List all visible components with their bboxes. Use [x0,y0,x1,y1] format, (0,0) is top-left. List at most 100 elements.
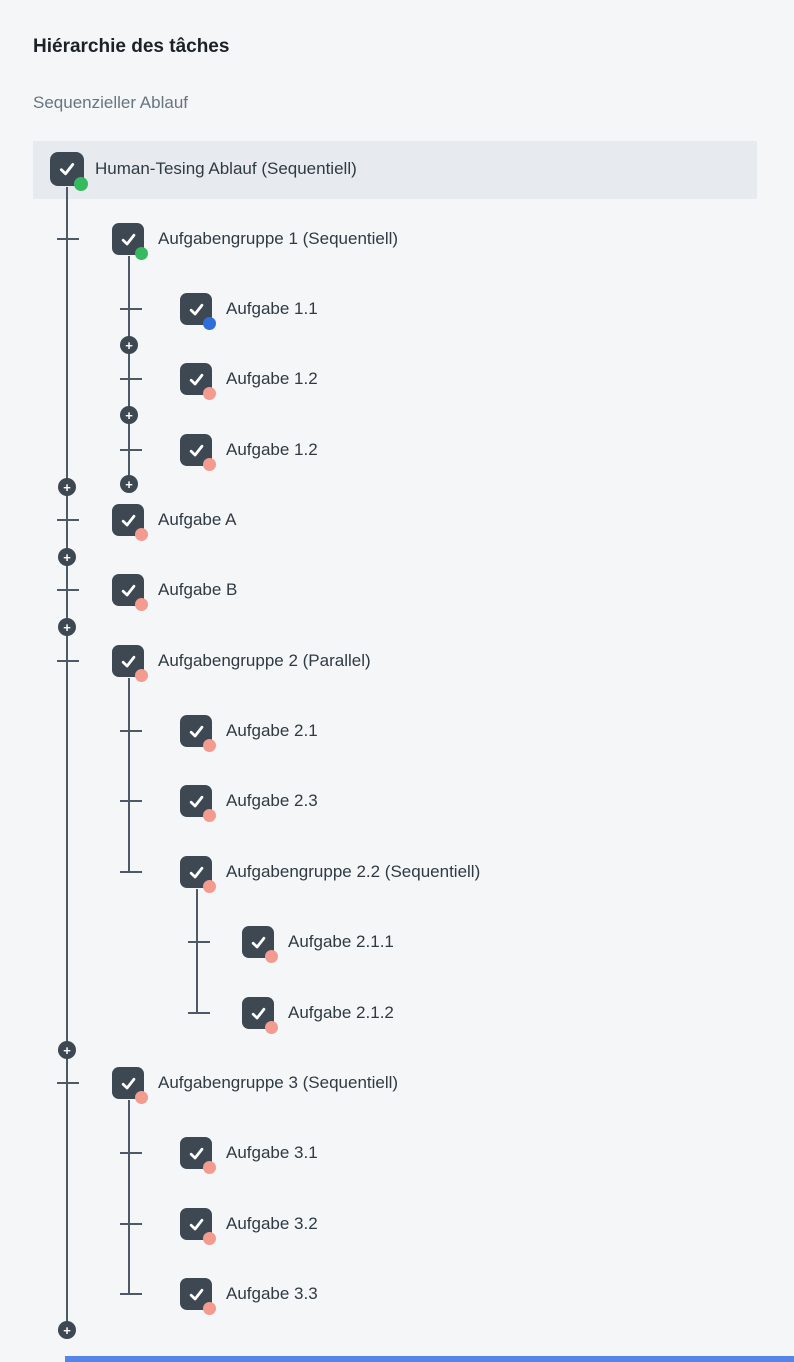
tree-branch-tick [57,589,79,591]
status-dot [203,880,216,893]
check-icon [189,444,203,456]
task-check-icon [242,926,278,963]
task-check-icon [112,504,148,541]
tree-node-aufgabe-b[interactable]: Aufgabe B [112,574,238,611]
check-icon [189,1288,203,1300]
tree-node-label: Human-Tesing Ablauf (Sequentiell) [95,159,357,178]
tree-branch-tick [120,1223,142,1225]
task-check-icon [180,856,216,893]
status-dot [203,809,216,822]
check-icon [251,936,265,948]
tree-branch-tick [57,519,79,521]
tree-node-aufgabengruppe-3[interactable]: Aufgabengruppe 3 (Sequentiell) [112,1067,399,1104]
add-task-button[interactable]: + [58,478,76,496]
tree-node-aufgabe-2-1-2[interactable]: Aufgabe 2.1.2 [242,997,394,1034]
status-dot [203,1161,216,1174]
status-dot [203,458,216,471]
status-dot [74,177,88,191]
tree-node-label: Aufgabe 3.2 [226,1214,318,1233]
status-dot [135,528,148,541]
check-icon [121,514,135,526]
add-task-button[interactable]: + [58,618,76,636]
tree-connector-line-group2-2 [196,889,198,1013]
tree-node-label: Aufgabe 2.1.2 [288,1003,394,1022]
tree-connector-line-group1 [128,256,130,484]
tree-node-aufgabe-3-2[interactable]: Aufgabe 3.2 [180,1208,318,1245]
tree-branch-tick [120,730,142,732]
task-check-icon [180,785,216,822]
page-subtitle: Sequenzieller Ablauf [33,93,189,112]
tree-node-aufgabe-1-1[interactable]: Aufgabe 1.1 [180,293,318,330]
task-check-icon [112,1067,148,1104]
tree-branch-tick [57,660,79,662]
task-check-icon [180,1278,216,1315]
status-dot [203,317,216,330]
task-check-icon [180,363,216,400]
status-dot [203,387,216,400]
add-task-button[interactable]: + [58,548,76,566]
tree-node-aufgabe-3-1[interactable]: Aufgabe 3.1 [180,1137,318,1174]
task-check-icon [50,152,88,191]
tree-node-aufgabengruppe-1[interactable]: Aufgabengruppe 1 (Sequentiell) [112,223,399,260]
status-dot [135,247,148,260]
tree-branch-tick [120,871,142,873]
tree-node-label: Aufgabengruppe 2 (Parallel) [158,651,371,670]
tree-node-aufgabe-1-2b[interactable]: Aufgabe 1.2 [180,434,318,471]
tree-branch-tick [57,238,79,240]
tree-node-label: Aufgabe 2.1.1 [288,932,394,951]
status-dot [265,1021,278,1034]
tree-node-label: Aufgabengruppe 2.2 (Sequentiell) [226,862,481,881]
tree-connector-line-root [66,187,68,1330]
check-icon [189,866,203,878]
tree-connector-line-group3 [128,1100,130,1294]
tree-node-aufgabe-2-3[interactable]: Aufgabe 2.3 [180,785,318,822]
tree-node-aufgabe-2-1[interactable]: Aufgabe 2.1 [180,715,318,752]
tree-node-label: Aufgabe 1.2 [226,440,318,459]
check-icon [189,725,203,737]
status-dot [135,598,148,611]
tree-node-label: Aufgabe 3.1 [226,1143,318,1162]
status-dot [203,1302,216,1315]
tree-node-label: Aufgabe B [158,580,238,599]
tree-node-root[interactable]: Human-Tesing Ablauf (Sequentiell) [50,152,357,191]
tree-connector-line-group2 [128,678,130,872]
tree-node-label: Aufgabengruppe 3 (Sequentiell) [158,1073,399,1092]
tree-branch-tick [120,1293,142,1295]
task-check-icon [112,223,148,260]
task-check-icon [180,715,216,752]
add-task-button[interactable]: + [120,336,138,354]
check-icon [121,233,135,245]
tree-branch-tick [120,308,142,310]
task-check-icon [112,645,148,682]
status-dot [135,669,148,682]
add-task-button[interactable]: + [58,1321,76,1339]
tree-node-aufgabe-1-2[interactable]: Aufgabe 1.2 [180,363,318,400]
check-icon [189,795,203,807]
check-icon [121,584,135,596]
task-check-icon [112,574,148,611]
status-dot [135,1091,148,1104]
tree-branch-tick [120,449,142,451]
tree-node-label: Aufgabe 1.1 [226,299,318,318]
add-task-button[interactable]: + [58,1041,76,1059]
tree-branch-tick [120,1152,142,1154]
tree-branch-tick [188,1012,210,1014]
tree-node-label: Aufgabe 3.3 [226,1284,318,1303]
check-icon [121,655,135,667]
tree-node-aufgabengruppe-2[interactable]: Aufgabengruppe 2 (Parallel) [112,645,371,682]
check-icon [189,303,203,315]
add-task-button[interactable]: + [120,475,138,493]
selected-row-highlight[interactable] [33,141,757,199]
task-check-icon [242,997,278,1034]
tree-node-label: Aufgabe 2.3 [226,791,318,810]
add-task-button[interactable]: + [120,406,138,424]
tree-node-aufgabe-3-3[interactable]: Aufgabe 3.3 [180,1278,318,1315]
check-icon [189,1147,203,1159]
tree-node-label: Aufgabengruppe 1 (Sequentiell) [158,229,399,248]
tree-node-aufgabengruppe-2-2[interactable]: Aufgabengruppe 2.2 (Sequentiell) [180,856,481,893]
tree-node-aufgabe-2-1-1[interactable]: Aufgabe 2.1.1 [242,926,394,963]
tree-node-aufgabe-a[interactable]: Aufgabe A [112,504,237,541]
bottom-bar [65,1356,794,1362]
tree-node-label: Aufgabe A [158,510,237,529]
